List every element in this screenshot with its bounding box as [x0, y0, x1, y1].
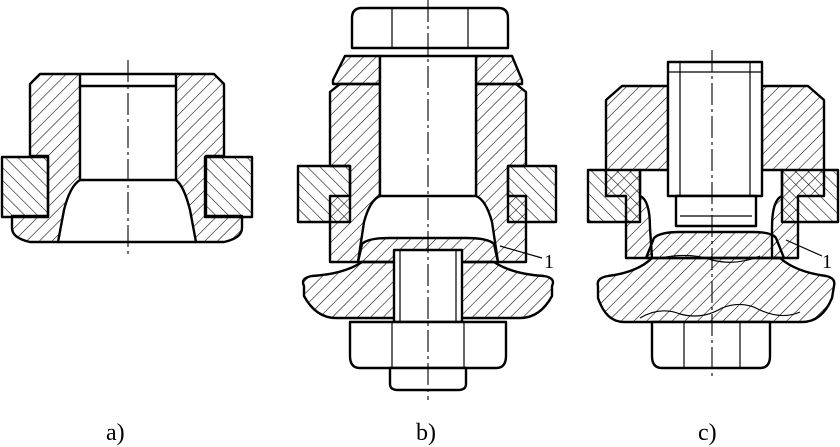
callout-leader-b [499, 245, 543, 259]
sheet-right-b [506, 164, 558, 224]
rivet-nut-right-wall [174, 72, 244, 244]
caption-b: b) [416, 420, 436, 446]
sheet-right-a [203, 155, 254, 219]
crushed-zone-line [639, 303, 801, 319]
panel-a: a) [0, 60, 254, 446]
washer-top-left [331, 54, 382, 86]
hex-nut-bottom-faces [391, 322, 465, 368]
washer-top-right [474, 54, 524, 86]
caption-c: c) [698, 420, 717, 446]
sheet-left-a [0, 155, 50, 219]
panel-c: 1 c) [586, 50, 840, 446]
panel-b: 1 b) [296, 0, 558, 446]
caption-a: a) [106, 420, 125, 446]
callout-label-c: 1 [822, 251, 832, 273]
bulged-collar-c [644, 230, 786, 260]
bolt-shank-c-chamfer [668, 62, 762, 196]
sheet-left-b [296, 164, 352, 224]
anvil-washer-c [596, 256, 836, 324]
hex-nut-top [350, 6, 510, 50]
sheet-right-c [780, 168, 840, 224]
callout-label-b: 1 [544, 251, 554, 273]
hex-nut-top-faces [391, 8, 469, 48]
sheet-left-c [586, 168, 642, 224]
hex-nut-bottom-c [650, 320, 772, 370]
rivet-nut-left-wall [10, 72, 82, 244]
bolt-neck-c [674, 194, 758, 228]
hex-nut-bottom-c-faces [683, 322, 741, 368]
bolt-shank-c [666, 60, 764, 198]
callout-leader-c [785, 239, 823, 257]
